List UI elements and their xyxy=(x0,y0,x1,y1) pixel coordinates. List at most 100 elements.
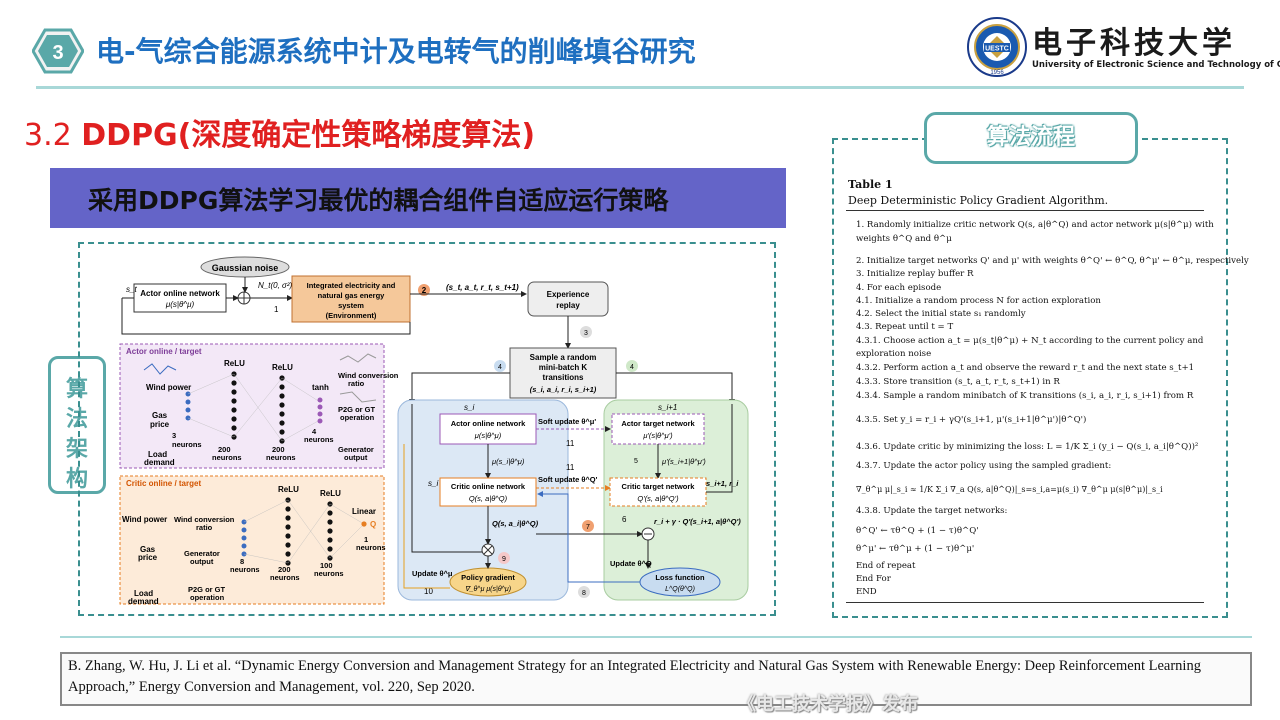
subtitle-number: 3.2 xyxy=(24,118,72,153)
svg-text:Wind power: Wind power xyxy=(146,383,191,392)
architecture-frame xyxy=(78,242,776,616)
svg-text:UESTC: UESTC xyxy=(985,46,1009,53)
svg-text:output: output xyxy=(344,453,368,462)
side-label-algorithm-architecture: 算 法 架 构 xyxy=(48,356,106,494)
algorithm-line: 4.3.4. Sample a random minibatch of K tr… xyxy=(856,391,1194,401)
svg-text:Wind conversion: Wind conversion xyxy=(174,515,235,524)
svg-text:neurons: neurons xyxy=(212,453,242,462)
svg-text:tanh: tanh xyxy=(312,383,329,392)
algorithm-line: 4.3.2. Perform action a_t and observe th… xyxy=(856,363,1195,373)
svg-text:neurons: neurons xyxy=(172,440,202,449)
svg-text:200: 200 xyxy=(218,445,231,454)
algorithm-line: ∇_θ^μ μ|_s_i ≈ 1/K Σ_i ∇_a Q(s, a|θ^Q)|_… xyxy=(856,485,1163,494)
table-caption: Table 1 xyxy=(848,178,893,191)
algorithm-line: exploration noise xyxy=(856,349,932,359)
actor-panel-title: Actor online / target xyxy=(126,347,202,356)
actor-online-top-formula: μ(s|θ^μ) xyxy=(165,300,195,309)
svg-text:Q(s, a_i|θ^Q): Q(s, a_i|θ^Q) xyxy=(492,519,539,528)
algorithm-line: 4.3.5. Set y_i = r_i + γQ'(s_i+1, μ'(s_i… xyxy=(856,415,1087,425)
svg-text:neurons: neurons xyxy=(314,569,344,578)
footer-divider xyxy=(60,636,1252,638)
algorithm-line: 4.3.8. Update the target networks: xyxy=(856,506,1008,516)
section-subtitle: 3.2 DDPG(深度确定性策略梯度算法) xyxy=(24,110,535,154)
svg-text:Linear: Linear xyxy=(352,507,376,516)
actor-target-net-label: Actor target network xyxy=(621,419,695,428)
loss-function-label: Loss function xyxy=(655,573,705,582)
svg-text:μ(s|θ^μ): μ(s|θ^μ) xyxy=(474,431,502,440)
svg-text:11: 11 xyxy=(566,439,575,448)
svg-text:natural gas energy: natural gas energy xyxy=(318,291,386,300)
svg-text:transitions: transitions xyxy=(543,373,584,382)
university-logo: UESTC 1956 电子科技大学 University of Electron… xyxy=(966,16,1280,78)
side-label-char: 法 xyxy=(65,407,88,432)
svg-text:6: 6 xyxy=(622,515,627,524)
svg-text:7: 7 xyxy=(586,524,590,531)
algorithm-line: End For xyxy=(856,574,891,584)
step-number: 3 xyxy=(584,330,588,337)
svg-text:operation: operation xyxy=(340,413,375,422)
svg-text:neurons: neurons xyxy=(266,453,296,462)
section-hexagon-icon: 3 xyxy=(32,28,84,74)
svg-text:μ'(s|θ^μ'): μ'(s|θ^μ') xyxy=(642,431,673,440)
svg-text:5: 5 xyxy=(634,458,638,465)
svg-text:demand: demand xyxy=(128,597,159,606)
algorithm-line: 4.2. Select the initial state s₁ randoml… xyxy=(856,309,1026,319)
policy-gradient-label: Policy gradient xyxy=(461,573,515,582)
svg-text:r_i + γ · Q'(s_i+1, a|θ^Q'): r_i + γ · Q'(s_i+1, a|θ^Q') xyxy=(654,517,741,526)
critic-online-net-label: Critic online network xyxy=(451,482,526,491)
svg-text:ReLU: ReLU xyxy=(278,485,299,494)
algorithm-line: 4.3.1. Choose action a_t = μ(s_t|θ^μ) + … xyxy=(856,336,1204,346)
svg-text:100: 100 xyxy=(320,561,333,570)
page-title: 电-气综合能源系统中计及电转气的削峰填谷研究 xyxy=(96,35,696,68)
svg-text:ReLU: ReLU xyxy=(224,359,245,368)
svg-text:μ'(s_i+1|θ^μ'): μ'(s_i+1|θ^μ') xyxy=(661,457,706,466)
svg-text:11: 11 xyxy=(566,463,575,472)
svg-text:4: 4 xyxy=(630,364,634,371)
svg-text:neurons: neurons xyxy=(270,573,300,582)
svg-text:1956: 1956 xyxy=(990,70,1004,76)
svg-text:neurons: neurons xyxy=(230,565,260,574)
side-label-char: 算 xyxy=(65,377,88,402)
svg-text:4: 4 xyxy=(498,364,502,371)
svg-text:1: 1 xyxy=(364,535,368,544)
svg-text:Load: Load xyxy=(148,450,167,459)
svg-text:operation: operation xyxy=(190,593,225,602)
svg-text:Gas: Gas xyxy=(152,411,168,420)
svg-text:ReLU: ReLU xyxy=(320,489,341,498)
svg-text:price: price xyxy=(150,420,170,429)
svg-text:P2G or GT: P2G or GT xyxy=(338,405,376,414)
algorithm-line: θ^μ' ← τθ^μ + (1 − τ)θ^μ' xyxy=(856,544,975,554)
svg-text:s_i: s_i xyxy=(428,479,438,488)
algorithm-line: 4.3.7. Update the actor policy using the… xyxy=(856,461,1112,471)
svg-text:Q'(s, a|θ^Q'): Q'(s, a|θ^Q') xyxy=(637,494,679,503)
algorithm-flow-tab: 算法流程 xyxy=(924,112,1138,164)
svg-text:demand: demand xyxy=(144,458,175,467)
step-number: 1 xyxy=(274,305,279,314)
algorithm-table: Table 1 Deep Deterministic Policy Gradie… xyxy=(846,176,1249,606)
svg-text:(s_i, a_i, r_i, s_i+1): (s_i, a_i, r_i, s_i+1) xyxy=(530,385,597,394)
svg-text:9: 9 xyxy=(502,556,506,563)
banner-text: 采用DDPG算法学习最优的耦合组件自适应运行策略 xyxy=(88,186,669,215)
svg-text:Generator: Generator xyxy=(184,549,220,558)
svg-text:output: output xyxy=(190,557,214,566)
algorithm-line: 3. Initialize replay buffer R xyxy=(856,269,974,279)
svg-text:4: 4 xyxy=(312,427,317,436)
svg-text:s_i: s_i xyxy=(464,403,474,412)
svg-text:mini-batch K: mini-batch K xyxy=(539,363,588,372)
transition-label: (s_t, a_t, r_t, s_t+1) xyxy=(446,283,519,292)
svg-text:Generator: Generator xyxy=(338,445,374,454)
soft-update-q-label: Soft update θ^Q' xyxy=(538,475,598,484)
algorithm-line: 4.3.6. Update critic by minimizing the l… xyxy=(856,442,1199,452)
soft-update-mu-label: Soft update θ^μ' xyxy=(538,417,596,426)
algorithm-line: 1. Randomly initialize critic network Q(… xyxy=(856,220,1214,230)
section-number: 3 xyxy=(52,42,63,64)
side-label-char: 架 xyxy=(65,437,88,462)
svg-text:3: 3 xyxy=(172,431,176,440)
svg-text:(Environment): (Environment) xyxy=(326,311,377,320)
svg-text:price: price xyxy=(138,553,158,562)
svg-text:s_i+1: s_i+1 xyxy=(658,403,677,412)
svg-text:8: 8 xyxy=(582,590,586,597)
svg-text:Load: Load xyxy=(134,589,153,598)
svg-text:Q(s, a|θ^Q): Q(s, a|θ^Q) xyxy=(469,494,508,503)
svg-text:ratio: ratio xyxy=(348,379,365,388)
